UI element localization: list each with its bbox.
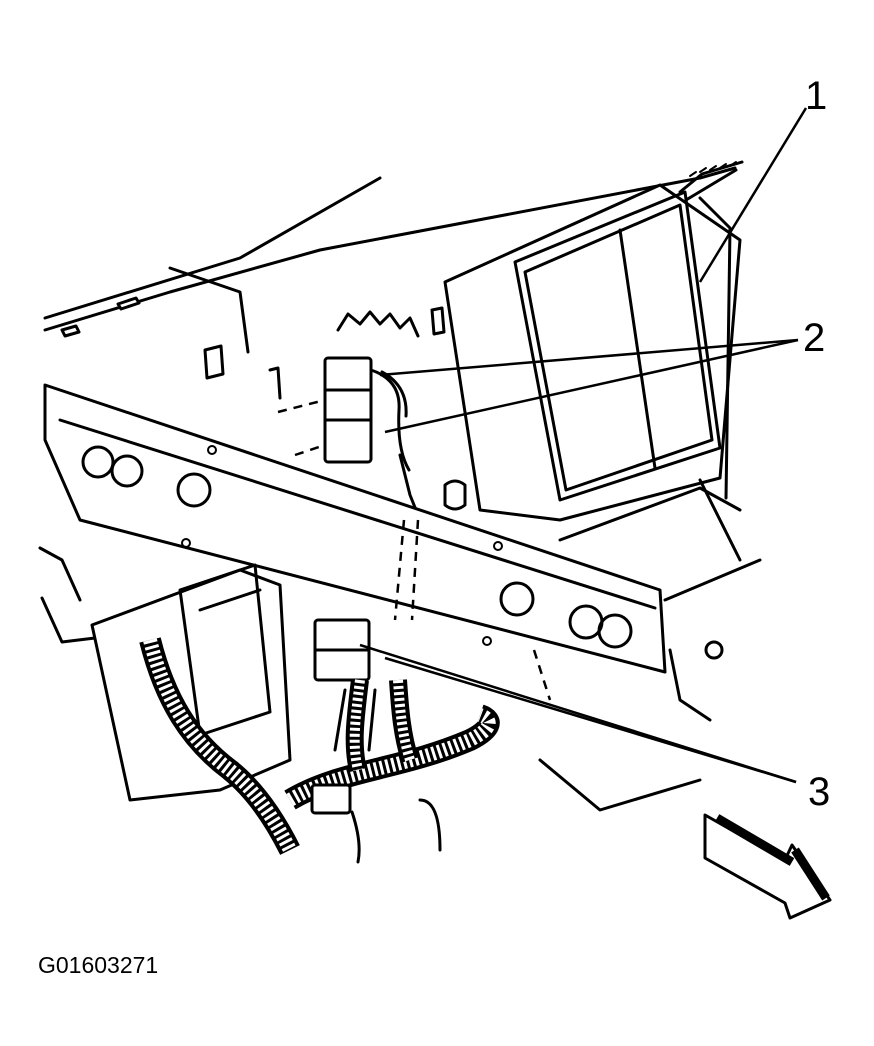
- figure-id-label: G01603271: [38, 952, 159, 978]
- control-module: [430, 160, 744, 522]
- upper-connector: [323, 310, 467, 522]
- callout-1: 1: [805, 74, 828, 118]
- lower-floor-structure: [538, 478, 762, 812]
- leader-lines: [359, 107, 808, 784]
- callout-2: 2: [803, 316, 826, 360]
- alignment-dashes: [277, 398, 552, 701]
- cross-beam: [43, 383, 667, 674]
- callout-3: 3: [808, 770, 831, 814]
- upper-dash-panel: [43, 166, 737, 400]
- direction-arrow-icon: [703, 813, 832, 920]
- lower-connector: [313, 618, 377, 752]
- wiring-harness: [139, 637, 500, 864]
- lower-bracket: [38, 546, 292, 802]
